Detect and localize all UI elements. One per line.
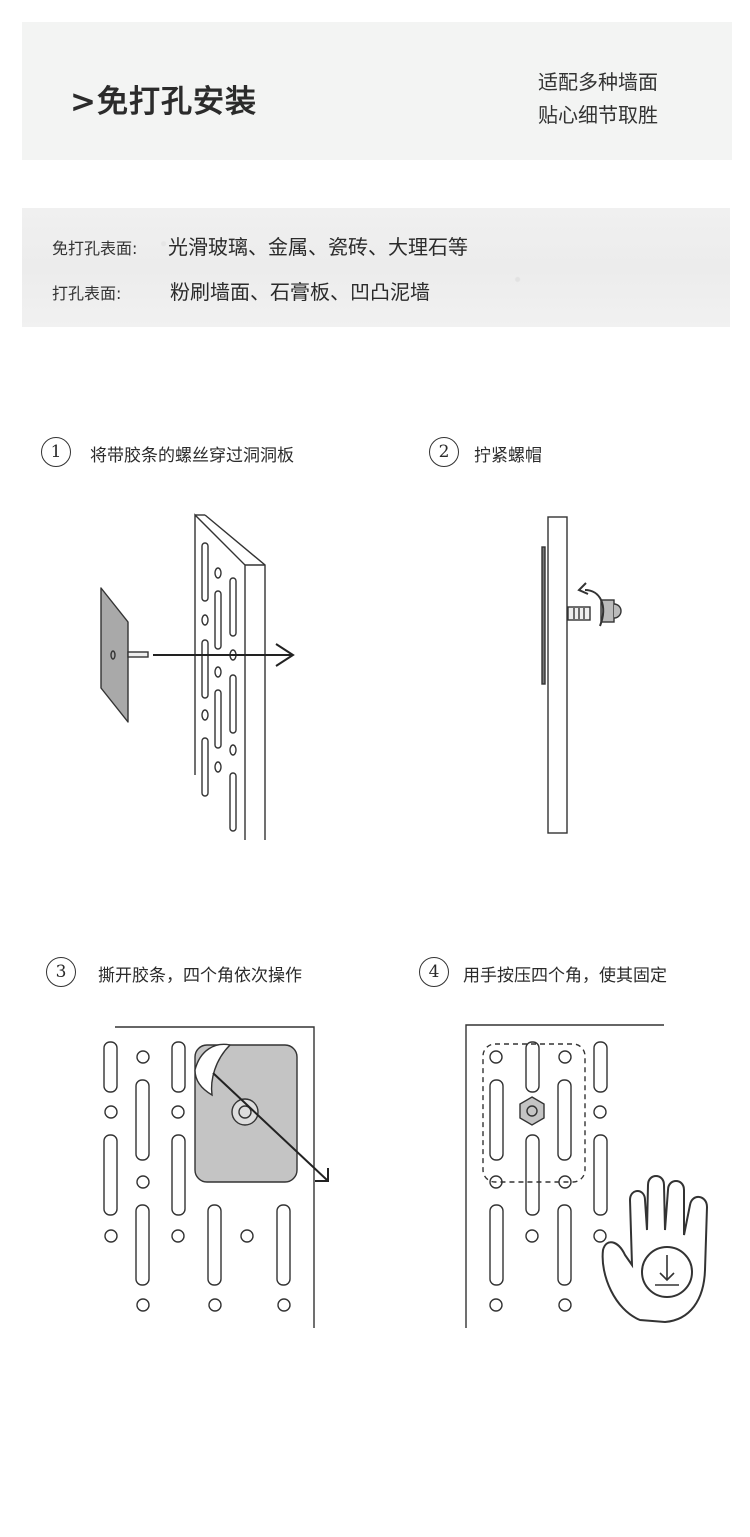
page-title: >免打孔安装	[70, 84, 257, 120]
no-drill-surface-value: 光滑玻璃、金属、瓷砖、大理石等	[168, 235, 468, 259]
step-text-4: 用手按压四个角，使其固定	[463, 966, 667, 986]
hand-icon	[601, 1175, 709, 1324]
step3-pegboard-illustration	[103, 1026, 329, 1328]
step-number-2: 2	[429, 437, 459, 467]
rotate-arrow-icon	[584, 589, 605, 627]
step2-side-view-illustration	[541, 516, 622, 834]
peeled-corner	[194, 1043, 232, 1097]
subtitle-line-2: 贴心细节取胜	[538, 103, 658, 127]
step-text-1: 将带胶条的螺丝穿过洞洞板	[90, 446, 294, 466]
no-drill-surface-label: 免打孔表面:	[52, 239, 138, 258]
step-text-3: 撕开胶条，四个角依次操作	[98, 966, 302, 986]
step-number-1: 1	[41, 437, 71, 467]
screw-icon	[127, 651, 149, 658]
step1-pegboard-illustration	[194, 513, 266, 840]
surface-info-band	[22, 208, 730, 327]
step-number-3: 3	[46, 957, 76, 987]
step4-pegboard-illustration	[465, 1024, 709, 1328]
drill-surface-label: 打孔表面:	[52, 284, 122, 303]
step-text-2: 拧紧螺帽	[474, 446, 542, 466]
nut-icon	[519, 1096, 545, 1126]
subtitle-line-1: 适配多种墙面	[538, 70, 658, 94]
header-banner	[22, 22, 732, 160]
peel-arrow-icon	[212, 1072, 329, 1182]
step-number-4: 4	[419, 957, 449, 987]
drill-surface-value: 粉刷墙面、石膏板、凹凸泥墙	[170, 280, 430, 304]
insert-arrow-icon	[153, 643, 295, 667]
